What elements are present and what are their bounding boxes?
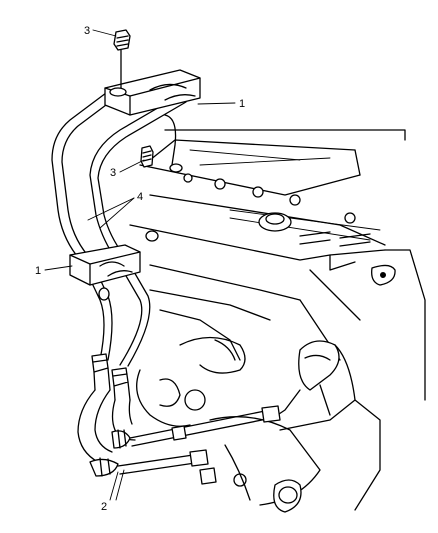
top-bracket — [104, 69, 201, 116]
line-fittings — [91, 353, 131, 401]
callout-labels: 3 1 3 4 1 2 — [35, 25, 245, 513]
mid-bracket — [69, 230, 159, 301]
callout-bolt-mid: 3 — [110, 167, 116, 179]
callout-bolt-top: 3 — [84, 25, 90, 37]
hoses — [77, 389, 281, 485]
cooler-lines — [51, 89, 187, 367]
callout-lines: 4 — [137, 191, 143, 203]
callout-clamps: 2 — [101, 501, 107, 513]
callout-bracket-top: 1 — [239, 98, 245, 110]
callout-bracket-mid: 1 — [35, 265, 41, 277]
leader-lines — [44, 29, 236, 501]
bolt-top — [113, 29, 131, 89]
engine-block — [129, 129, 426, 513]
bolt-mid — [140, 114, 183, 173]
